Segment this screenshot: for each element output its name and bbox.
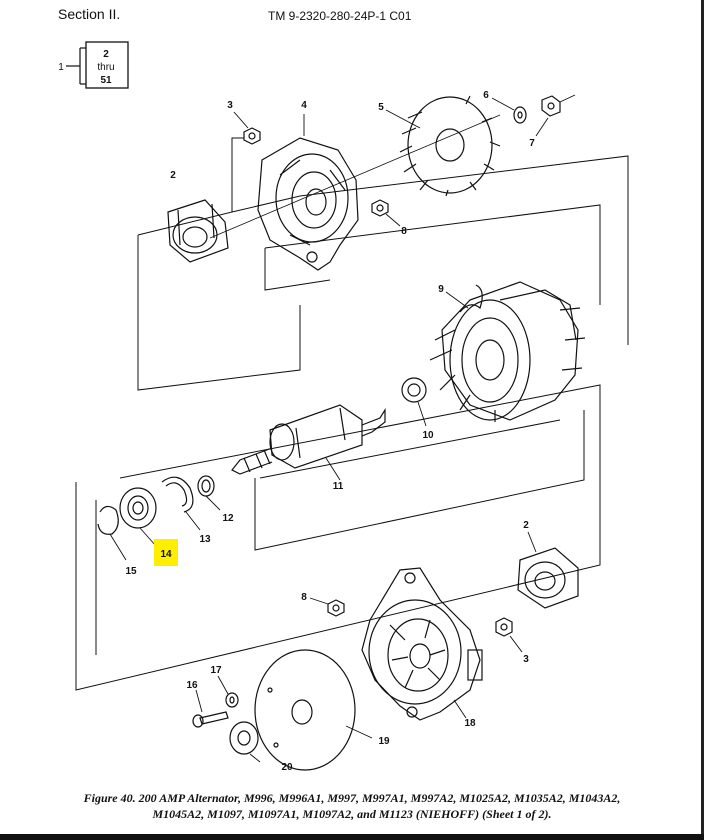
index-labels: 2 3 4 5 6 7 8 9 10 11 12 13 14 15 2 8 3 …: [125, 90, 535, 773]
part-2-upper-retainer: [167, 199, 229, 263]
part-5-fan: [385, 95, 501, 197]
highlight-14: [154, 539, 178, 566]
label-5: 5: [378, 102, 384, 113]
assembly-outline: [75, 137, 629, 691]
label-2-upper: 2: [170, 170, 176, 181]
label-6: 6: [483, 90, 489, 101]
part-6-washer: [491, 97, 527, 124]
part-12-snap-ring: [197, 475, 221, 511]
label-9: 9: [438, 284, 444, 295]
label-19: 19: [378, 736, 390, 747]
part-3-upper-nut: [233, 111, 261, 145]
part-8-lower-nut: [309, 597, 345, 617]
label-8-lower: 8: [301, 592, 307, 603]
label-2-lower: 2: [523, 520, 529, 531]
label-13: 13: [199, 534, 211, 545]
part-4-drive-end-housing: [257, 114, 359, 271]
label-16: 16: [186, 680, 198, 691]
figure-caption: Figure 40. 200 AMP Alternator, M996, M99…: [40, 790, 664, 822]
page-border-right: [701, 0, 704, 840]
label-15: 15: [125, 566, 137, 577]
label-8-upper: 8: [401, 226, 407, 237]
caption-line-1: Figure 40. 200 AMP Alternator, M996, M99…: [83, 791, 621, 805]
label-17: 17: [210, 665, 222, 676]
label-11: 11: [333, 481, 344, 492]
label-10: 10: [422, 430, 434, 441]
caption-line-2: M1045A2, M1097, M1097A1, M1097A2, and M1…: [152, 807, 552, 821]
part-11-rotor: [231, 404, 386, 481]
section-header: Section II.: [58, 6, 121, 22]
callout-line2: thru: [97, 62, 114, 73]
part-7-nut: [535, 94, 576, 137]
label-7: 7: [529, 138, 535, 149]
label-14: 14: [160, 549, 172, 560]
part-15-ring: [97, 505, 127, 561]
callout-line1: 2: [103, 49, 109, 60]
callout-box: 1 2 thru 51: [58, 41, 129, 89]
shaft-axis: [209, 114, 501, 239]
label-3-lower: 3: [523, 654, 529, 665]
part-9-stator-assembly: [429, 281, 586, 422]
part-14-bearing: [119, 487, 157, 547]
page-border-bottom: [0, 834, 704, 840]
part-3-lower-nut: [495, 617, 523, 653]
exploded-parts-diagram: 1 2 thru 51: [58, 41, 629, 773]
part-20-nut: [229, 721, 261, 763]
label-18: 18: [464, 718, 476, 729]
label-12: 12: [222, 513, 234, 524]
part-13-retaining-ring: [161, 476, 201, 531]
part-19-cover: [254, 649, 373, 771]
part-18-slip-ring-housing: [361, 567, 483, 721]
label-4: 4: [301, 100, 307, 111]
part-17-washer: [217, 675, 239, 708]
part-16-screw: [192, 689, 229, 728]
part-8-upper-nut: [371, 199, 401, 227]
callout-ref: 1: [58, 62, 64, 73]
label-3-upper: 3: [227, 100, 233, 111]
part-10-bearing: [401, 377, 427, 427]
label-20: 20: [281, 762, 293, 773]
tm-number-header: TM 9-2320-280-24P-1 C01: [268, 9, 412, 23]
callout-line3: 51: [100, 75, 112, 86]
part-2-lower-retainer: [517, 531, 579, 609]
